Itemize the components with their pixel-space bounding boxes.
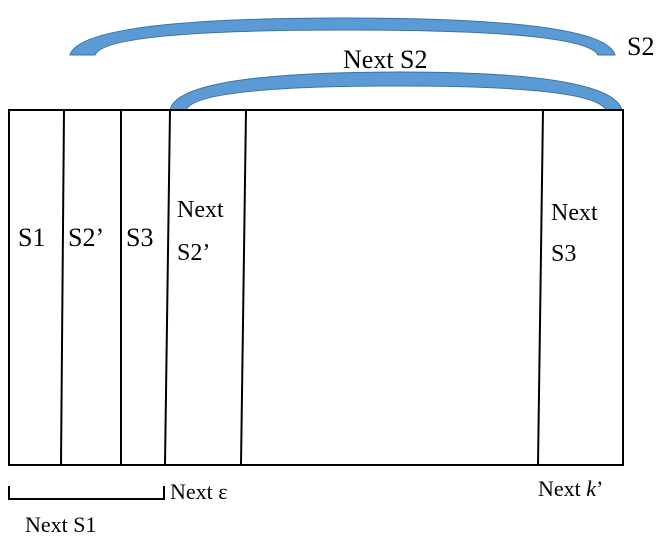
divider-1 xyxy=(60,109,65,466)
cell-label-next-s2-prime-line2: S2’ xyxy=(177,240,210,266)
next-k-prefix: Next xyxy=(538,476,586,501)
bottom-label-next-s1: Next S1 xyxy=(25,512,97,537)
outer-arc-label: S2 xyxy=(627,32,654,61)
divider-4 xyxy=(240,109,247,466)
cell-label-next-s3-line1: Next xyxy=(551,200,598,226)
next-k-suffix: ’ xyxy=(596,476,603,501)
cell-label-s2-prime: S2’ xyxy=(68,223,104,252)
cell-label-s3: S3 xyxy=(126,223,153,252)
next-k-variable: k xyxy=(586,476,597,501)
cell-label-next-s2-prime-line1: Next xyxy=(177,197,224,223)
cell-label-next-s3-line2: S3 xyxy=(551,241,576,267)
cell-label-s1: S1 xyxy=(18,223,45,252)
divider-3 xyxy=(164,109,171,466)
bottom-label-next-k-prime: Next k’ xyxy=(538,476,603,501)
inner-arc-label: Next S2 xyxy=(343,45,428,74)
bottom-label-next-epsilon: Next ε xyxy=(170,479,228,504)
next-s1-bracket xyxy=(8,486,165,500)
inner-arc-next-s2 xyxy=(169,71,623,111)
outer-arc-s2 xyxy=(69,17,616,56)
divider-5 xyxy=(537,109,544,466)
memory-block xyxy=(8,109,624,466)
